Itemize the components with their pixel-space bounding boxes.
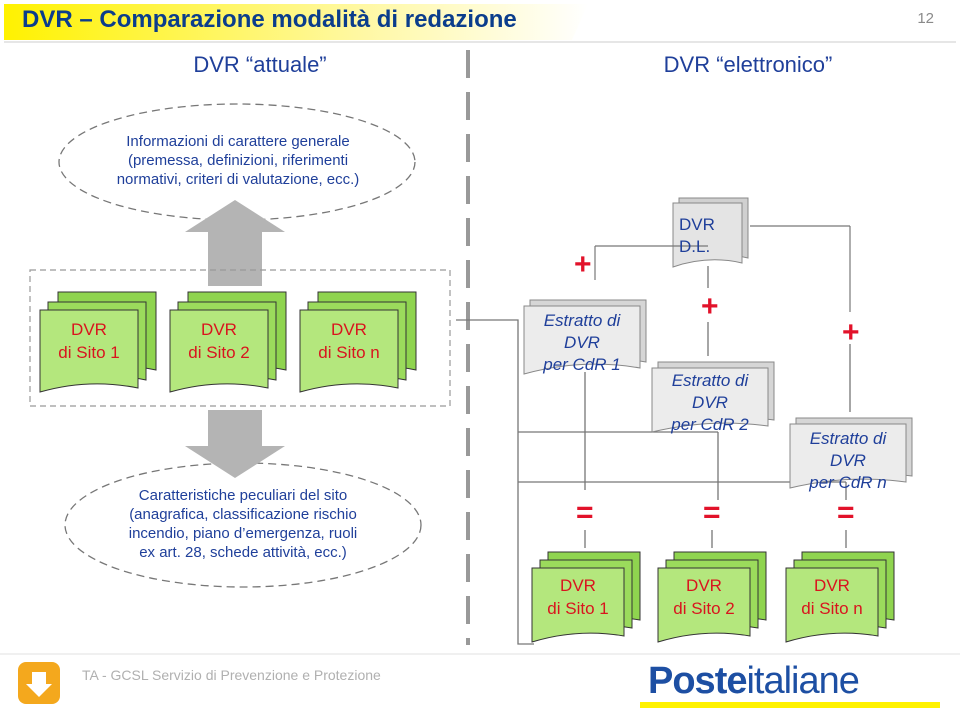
- slide-title: DVR – Comparazione modalità di redazione: [22, 6, 517, 33]
- group-box: [29, 269, 451, 407]
- oval-bottom-text: Caratteristiche peculiari del sito (anag…: [128, 487, 358, 561]
- right-column-title: DVR “elettronico”: [663, 52, 833, 77]
- title-bar: [0, 0, 960, 44]
- plus-sign-1: +: [574, 248, 592, 281]
- left-doc-stack-1: [39, 291, 157, 393]
- footer-text: TA - GCSL Servizio di Prevenzione e Prot…: [82, 667, 381, 683]
- left-doc-stack-3: [299, 291, 417, 393]
- left-doc-stack-2: [169, 291, 287, 393]
- logo-band: [640, 702, 940, 708]
- right-doc-stack-1: [531, 551, 641, 643]
- extract-doc-1: [523, 299, 647, 375]
- right-doc-stack-2: [657, 551, 767, 643]
- poste-italiane-logo: Posteitaliane: [648, 660, 860, 702]
- extract-doc-2: [651, 361, 775, 433]
- right-doc-stack-n: [785, 551, 895, 643]
- arrow-up: [185, 200, 285, 286]
- arrow-down: [185, 410, 285, 478]
- download-icon: [18, 662, 60, 704]
- extract-doc-n: [789, 417, 913, 489]
- equals-sign-3: =: [837, 496, 855, 529]
- equals-sign-2: =: [703, 496, 721, 529]
- left-column-title: DVR “attuale”: [193, 52, 327, 77]
- oval-top-text: Informazioni di carattere generale (prem…: [116, 133, 360, 188]
- plus-sign-3: +: [842, 316, 860, 349]
- slide-number: 12: [917, 10, 934, 27]
- equals-sign-1: =: [576, 496, 594, 529]
- plus-sign-2: +: [701, 290, 719, 323]
